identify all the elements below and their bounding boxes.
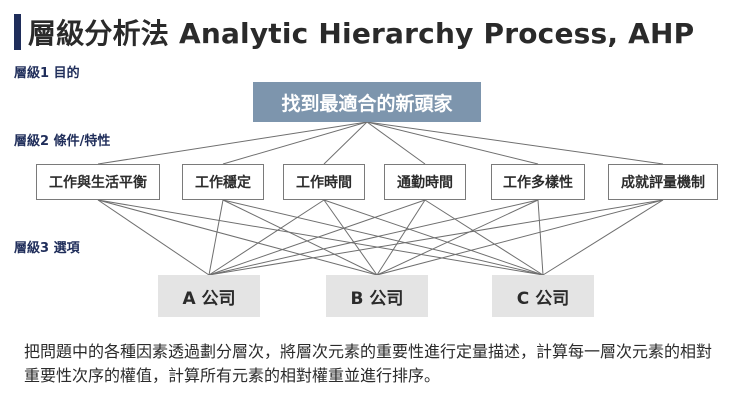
goal-criterion-link <box>97 121 368 165</box>
criterion-alternative-link <box>222 199 378 276</box>
criterion-alternative-link <box>208 199 224 276</box>
criterion-alternative-link <box>97 199 210 276</box>
criterion-alternative-link <box>208 199 664 276</box>
goal-criterion-link <box>366 121 539 165</box>
alternative-node: C 公司 <box>492 275 594 317</box>
criterion-alternative-link <box>208 199 325 276</box>
criterion-alternative-link <box>208 199 539 276</box>
criterion-alternative-link <box>97 199 544 276</box>
criterion-node: 工作與生活平衡 <box>36 164 160 200</box>
criterion-alternative-link <box>208 199 426 276</box>
level-2-label: 層級2 條件/特性 <box>14 134 111 149</box>
goal-node: 找到最適合的新頭家 <box>253 82 481 122</box>
page-title: 層級分析法 Analytic Hierarchy Process, AHP <box>28 17 695 50</box>
level-3-label: 層級3 選項 <box>14 241 80 256</box>
goal-criterion-link <box>366 121 664 165</box>
goal-criterion-link <box>323 121 368 165</box>
title-accent-bar <box>14 14 21 50</box>
level-1-label: 層級1 目的 <box>14 66 80 81</box>
criterion-alternative-link <box>376 199 426 276</box>
criterion-node: 通勤時間 <box>384 164 466 200</box>
criterion-alternative-link <box>424 199 544 276</box>
criterion-node: 工作多樣性 <box>491 164 585 200</box>
criterion-alternative-link <box>323 199 378 276</box>
goal-criterion-link <box>366 121 426 165</box>
criterion-alternative-link <box>542 199 664 276</box>
description-text: 把問題中的各種因素透過劃分層次，將層次元素的重要性進行定量描述，計算每一層次元素… <box>24 342 713 385</box>
criterion-alternative-link <box>376 199 664 276</box>
criterion-alternative-link <box>376 199 539 276</box>
alternative-node: B 公司 <box>326 275 428 317</box>
criterion-alternative-link <box>537 199 544 276</box>
criterion-node: 工作穩定 <box>182 164 264 200</box>
criterion-alternative-link <box>97 199 378 276</box>
criterion-node: 工作時間 <box>283 164 365 200</box>
alternative-node: A 公司 <box>158 275 260 317</box>
goal-criterion-link <box>222 121 368 165</box>
criterion-alternative-link <box>222 199 544 276</box>
criterion-node: 成就評量機制 <box>608 164 718 200</box>
